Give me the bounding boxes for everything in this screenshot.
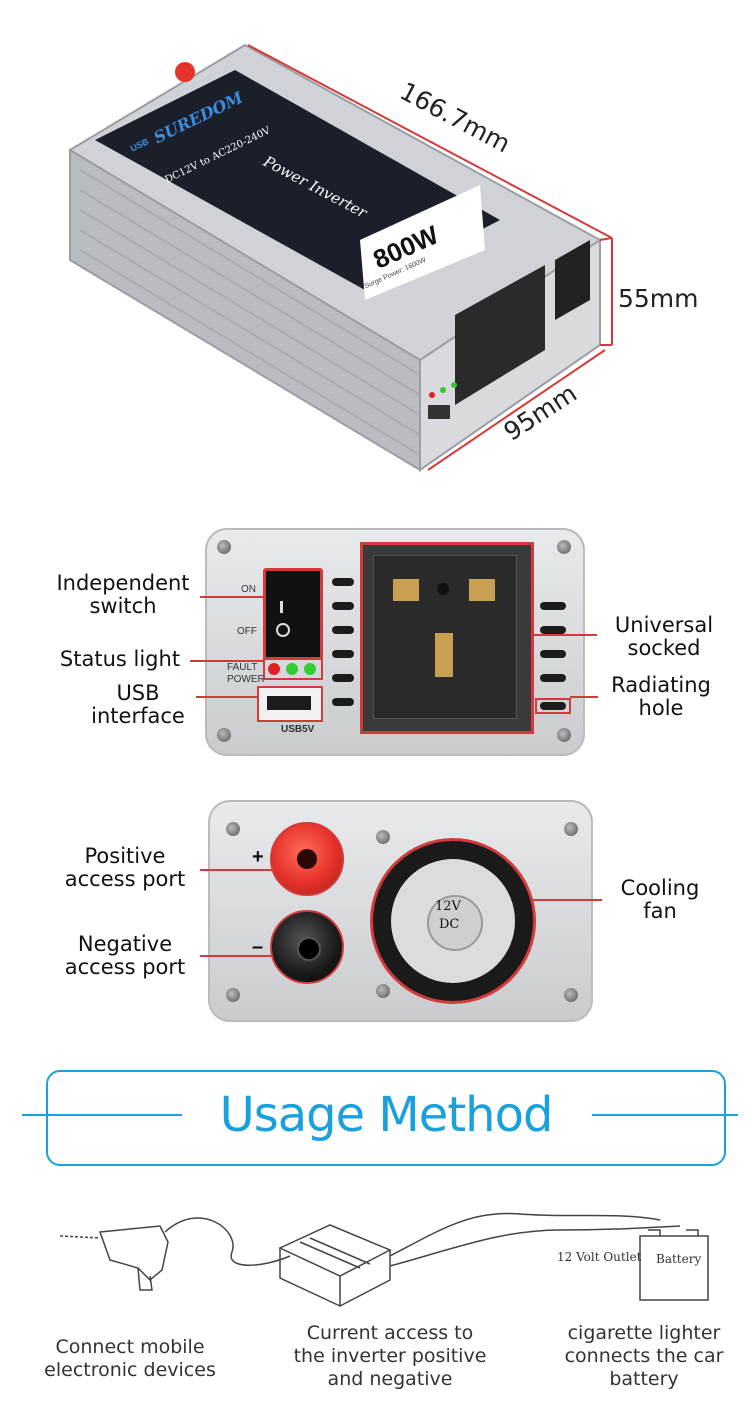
height-dimension: 55mm — [618, 284, 699, 313]
plus-sign: + — [252, 846, 264, 868]
vent-slot — [540, 674, 566, 682]
callout-text: interface — [91, 704, 185, 728]
screw — [564, 822, 578, 836]
leader-line — [200, 955, 272, 957]
leader-line — [200, 869, 272, 871]
leader-line — [570, 696, 598, 698]
screw — [557, 728, 571, 742]
fault-led — [268, 663, 280, 675]
callout-cooling-fan: Cooling fan — [600, 877, 720, 923]
title-frame — [46, 1070, 726, 1166]
callout-text: USB — [116, 681, 160, 705]
power-switch[interactable] — [263, 568, 323, 660]
callout-text: switch — [89, 594, 157, 618]
leader-line — [196, 696, 257, 698]
leader-line — [200, 596, 263, 598]
vent-slot — [332, 626, 354, 634]
callout-text: Cooling — [620, 876, 700, 900]
screw — [564, 988, 578, 1002]
vent-slot — [332, 698, 354, 706]
screw — [557, 540, 571, 554]
universal-socket[interactable] — [360, 542, 534, 734]
minus-sign: – — [252, 936, 264, 958]
inverter-illustration — [68, 43, 613, 472]
vent-slot — [540, 626, 566, 634]
vent-slot — [332, 578, 354, 586]
callout-radiating-hole: Radiating hole — [594, 674, 728, 720]
caption-line: battery — [609, 1368, 679, 1390]
positive-terminal[interactable] — [270, 822, 344, 896]
screw — [217, 728, 231, 742]
back-panel-section: + – 12V DC Positive access port Negative… — [0, 795, 750, 1030]
product-hero: SUREDOM USB DC12V to AC220-240V Power In… — [0, 0, 750, 480]
caption-middle: Current access to the inverter positive … — [280, 1322, 500, 1391]
caption-right: cigarette lighter connects the car batte… — [548, 1322, 740, 1391]
caption-line: Current access to — [306, 1322, 474, 1344]
screw — [226, 988, 240, 1002]
callout-status-light: Status light — [40, 648, 200, 671]
screw — [217, 540, 231, 554]
callout-text: Positive — [84, 844, 166, 868]
switch-off-label: OFF — [237, 626, 257, 637]
callout-switch: Independent switch — [38, 572, 208, 618]
caption-left: Connect mobile electronic devices — [30, 1336, 230, 1382]
callout-text: Universal — [614, 613, 714, 637]
screw — [376, 830, 390, 844]
caption-line: cigarette lighter — [567, 1322, 721, 1344]
usb-port-label: USB5V — [281, 724, 315, 735]
callout-text: access port — [64, 955, 186, 979]
usage-illustration: 12 Volt Outlet Battery — [0, 1190, 750, 1325]
title-rule-left — [22, 1114, 182, 1116]
fan-type-label: DC — [439, 917, 460, 932]
negative-terminal[interactable] — [270, 910, 344, 984]
screw — [226, 822, 240, 836]
leader-line — [532, 899, 602, 901]
caption-line: and negative — [327, 1368, 453, 1390]
cooling-fan: 12V DC — [370, 838, 536, 1004]
callout-text: socked — [627, 636, 701, 660]
callout-usb: USB interface — [68, 682, 208, 728]
callout-text: Status light — [59, 647, 181, 671]
vent-slot — [540, 602, 566, 610]
callout-positive: Positive access port — [40, 845, 210, 891]
screw — [376, 984, 390, 998]
caption-line: Connect mobile — [55, 1336, 205, 1358]
radiating-hole — [535, 698, 571, 714]
vent-slot — [540, 650, 566, 658]
callout-text: Radiating — [611, 673, 711, 697]
callout-text: Independent — [56, 571, 190, 595]
usb-port[interactable] — [257, 686, 323, 722]
connection-diagram — [59, 1212, 709, 1308]
battery-label: Battery — [656, 1252, 702, 1266]
front-panel-section: ON OFF FAULT POWER USB5V — [0, 520, 750, 760]
leader-line — [531, 634, 597, 636]
caption-line: electronic devices — [44, 1359, 216, 1381]
switch-on-label: ON — [241, 584, 256, 595]
caption-line: connects the car — [564, 1345, 724, 1367]
callout-socket: Universal socked — [594, 614, 734, 660]
fan-voltage-label: 12V — [435, 899, 461, 914]
callout-text: hole — [638, 696, 684, 720]
usage-title: Usage Method — [219, 1087, 554, 1143]
caption-line: the inverter positive — [293, 1345, 487, 1367]
power-led — [286, 663, 298, 675]
callout-text: fan — [643, 899, 677, 923]
usage-title-bar: Usage Method — [0, 1068, 750, 1168]
leader-line — [190, 660, 263, 662]
status-led-box — [263, 658, 323, 680]
front-panel: ON OFF FAULT POWER USB5V — [205, 528, 585, 756]
fault-label: FAULT — [227, 662, 258, 673]
vent-slot — [332, 650, 354, 658]
vent-slot — [332, 602, 354, 610]
callout-text: Negative — [77, 932, 173, 956]
power-label: POWER — [227, 674, 265, 685]
back-panel: + – 12V DC — [208, 800, 593, 1022]
vent-slot — [332, 674, 354, 682]
callout-text: access port — [64, 867, 186, 891]
outlet-label: 12 Volt Outlet — [557, 1250, 642, 1264]
callout-negative: Negative access port — [40, 933, 210, 979]
title-rule-right — [592, 1114, 738, 1116]
power-led — [304, 663, 316, 675]
